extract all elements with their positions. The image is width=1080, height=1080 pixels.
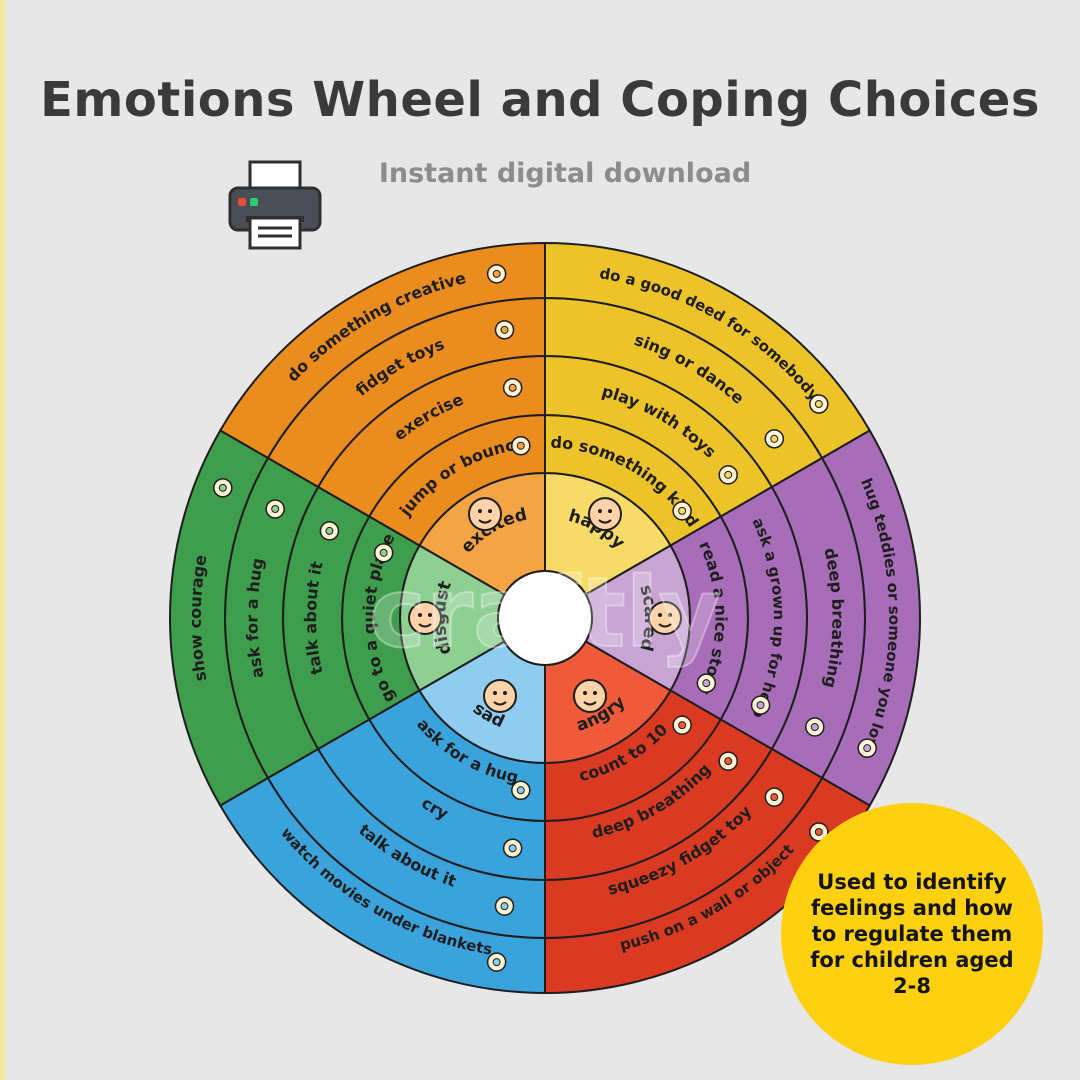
breathing-kid-icon <box>805 717 825 737</box>
robot-toy-icon <box>718 465 738 485</box>
talking-face-icon <box>319 521 340 541</box>
music-notes-icon <box>764 429 785 449</box>
art-board-icon <box>486 264 507 284</box>
waving-hand-icon <box>750 695 771 715</box>
coping-ring-disgust-4 <box>169 429 270 807</box>
printer-icon <box>228 160 322 250</box>
wheel-center <box>497 570 593 666</box>
watermark: craftly <box>369 557 721 669</box>
book-icon <box>696 673 717 693</box>
left-edge-strip <box>0 0 6 1080</box>
subtitle: Instant digital download <box>378 158 752 189</box>
excited-face-icon <box>468 497 502 532</box>
sad-face-icon <box>483 678 517 713</box>
breathing-kid-icon <box>718 751 738 771</box>
info-badge-text: Used to identify feelings and how to reg… <box>810 870 1014 998</box>
running-kid-icon <box>502 378 523 398</box>
tissue-icon <box>502 838 523 858</box>
wheel-segment-disgust: disgustgo to a quiet placetalk about ita… <box>169 429 506 807</box>
happy-face-icon <box>588 497 622 532</box>
brave-kid-icon <box>213 478 233 498</box>
hug-icon <box>511 780 531 801</box>
fidget-spinner-icon <box>494 320 515 340</box>
scared-face-icon <box>648 601 682 635</box>
number-blocks-icon <box>672 715 692 735</box>
teddy-bear-icon <box>857 738 877 758</box>
dancing-kid-icon <box>511 435 531 456</box>
quiet-face-icon <box>373 543 394 563</box>
talking-kids-icon <box>494 896 515 916</box>
wheel-segment-excited: excitedjump or bounceexercisefidget toys… <box>218 241 546 596</box>
disgust-face-icon <box>408 601 442 635</box>
wheel-segment-happy: happydo something kindplay with toyssing… <box>544 241 872 596</box>
page-title: Emotions Wheel and Coping Choices <box>40 72 1040 128</box>
info-badge: Used to identify feelings and how to reg… <box>781 803 1043 1065</box>
wheel-segment-scared: scaredread a nice storyask a grown up fo… <box>584 429 921 807</box>
hugging-kid-icon <box>265 499 285 519</box>
heart-hands-icon <box>672 501 692 521</box>
angry-face-icon <box>573 678 607 713</box>
heart-icon <box>809 394 829 414</box>
tv-icon <box>486 952 507 972</box>
squeeze-toy-icon <box>764 787 785 807</box>
